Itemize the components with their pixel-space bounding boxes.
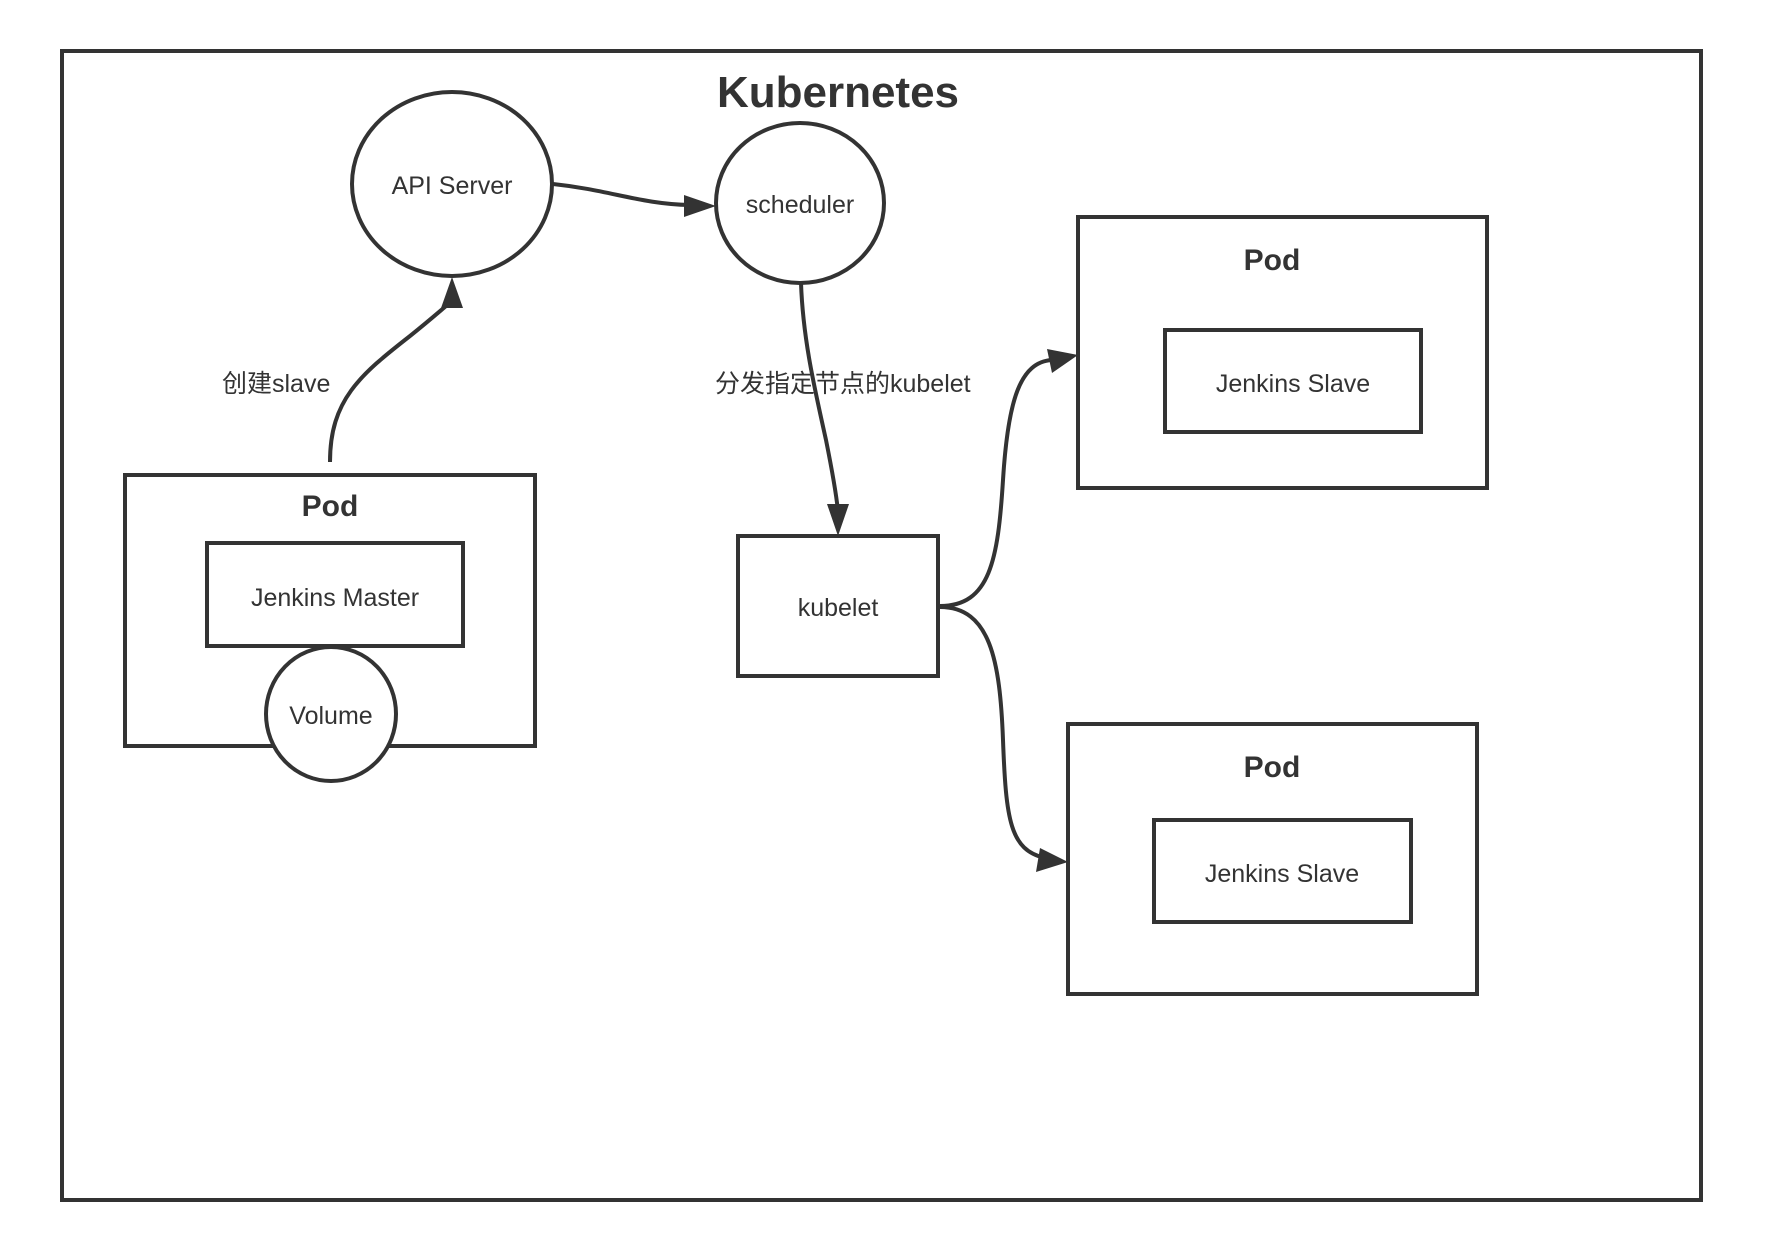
arrowhead-icon	[1036, 848, 1068, 872]
cluster-title: Kubernetes	[717, 68, 959, 117]
arrowhead-icon	[441, 277, 463, 308]
slave-pod-1-label: Pod	[1244, 244, 1301, 277]
slave-pod-1[interactable]: Pod Jenkins Slave	[1076, 215, 1489, 490]
kubelet-box	[736, 534, 940, 678]
edge-create-slave	[328, 277, 463, 463]
edge-scheduler-to-kubelet-line	[799, 282, 840, 513]
master-pod-label: Pod	[302, 490, 359, 523]
arrowhead-icon	[684, 195, 716, 217]
edge-label-create-slave: 创建slave	[222, 370, 330, 398]
arrowhead-icon	[827, 504, 849, 536]
kubelet-label: kubelet	[798, 594, 879, 622]
jenkins-master-label: Jenkins Master	[251, 584, 419, 612]
volume-ellipse	[264, 645, 398, 783]
jenkins-slave-1-label: Jenkins Slave	[1216, 370, 1370, 398]
jenkins-master-box	[205, 541, 465, 648]
edge-scheduler-to-kubelet	[799, 282, 849, 536]
edge-kubelet-to-pod-1-line	[939, 358, 1053, 608]
api-server-ellipse	[350, 90, 554, 278]
scheduler-label: scheduler	[746, 191, 854, 219]
edge-api-to-scheduler-line	[552, 182, 691, 207]
jenkins-slave-1-box	[1163, 328, 1423, 434]
edge-label-dispatch-kubelet: 分发指定节点的kubelet	[715, 370, 971, 398]
api-server-node[interactable]: API Server	[350, 90, 554, 278]
edge-kubelet-to-pod-2-line	[939, 605, 1046, 860]
api-server-label: API Server	[392, 172, 513, 200]
jenkins-slave-2-label: Jenkins Slave	[1205, 860, 1359, 888]
jenkins-slave-2-node[interactable]: Jenkins Slave	[1152, 818, 1413, 924]
edge-kubelet-to-pod-2	[939, 605, 1068, 872]
scheduler-node[interactable]: scheduler	[714, 121, 886, 285]
jenkins-slave-1-node[interactable]: Jenkins Slave	[1163, 328, 1423, 434]
master-pod[interactable]: Pod Jenkins Master Volume	[123, 473, 537, 783]
volume-label: Volume	[289, 702, 372, 730]
kubelet-node[interactable]: kubelet	[736, 534, 940, 678]
slave-pod-2[interactable]: Pod Jenkins Slave	[1066, 722, 1479, 996]
scheduler-ellipse	[714, 121, 886, 285]
edge-kubelet-to-pod-1	[939, 349, 1078, 608]
volume-node[interactable]: Volume	[264, 645, 398, 783]
slave-pod-2-label: Pod	[1244, 751, 1301, 784]
jenkins-master-node[interactable]: Jenkins Master	[205, 541, 465, 648]
arrowhead-icon	[1047, 349, 1078, 373]
jenkins-slave-2-box	[1152, 818, 1413, 924]
edge-api-to-scheduler	[552, 182, 716, 217]
